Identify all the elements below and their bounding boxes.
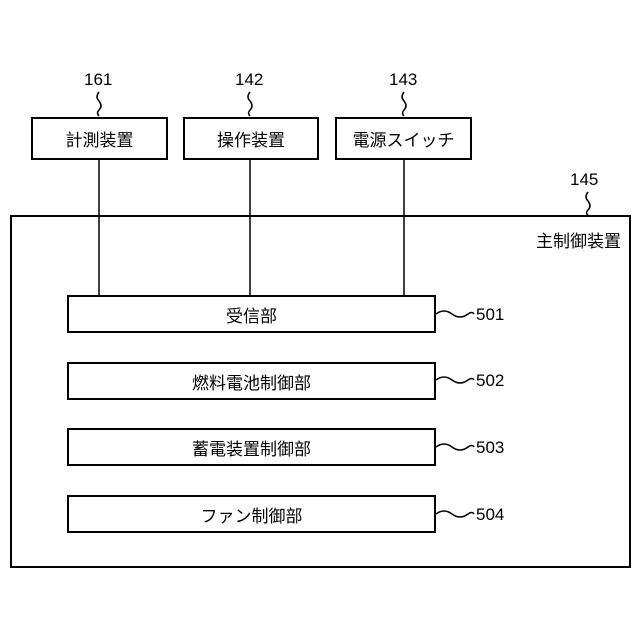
leader-142: [248, 92, 252, 116]
ref-143: 143: [389, 70, 417, 90]
measuring-device-label: 計測装置: [66, 126, 134, 151]
leader-145: [586, 192, 590, 215]
main-controller-label: 主制御装置: [536, 227, 621, 252]
fan-control-unit-box: ファン制御部: [67, 495, 436, 533]
ref-501: 501: [476, 305, 504, 325]
leader-161: [97, 92, 101, 116]
receiver-unit-label: 受信部: [226, 302, 277, 327]
operating-device-label: 操作装置: [217, 126, 285, 151]
operating-device-box: 操作装置: [183, 117, 319, 160]
ref-504: 504: [476, 505, 504, 525]
leader-143: [402, 92, 406, 116]
power-switch-label: 電源スイッチ: [353, 126, 455, 151]
receiver-unit-box: 受信部: [67, 295, 436, 333]
ref-145: 145: [570, 170, 598, 190]
measuring-device-box: 計測装置: [31, 117, 168, 160]
power-switch-box: 電源スイッチ: [335, 117, 472, 160]
ref-502: 502: [476, 371, 504, 391]
ref-161: 161: [84, 70, 112, 90]
storage-control-unit-label: 蓄電装置制御部: [192, 435, 311, 460]
ref-142: 142: [235, 70, 263, 90]
fuel-cell-control-unit-box: 燃料電池制御部: [67, 362, 436, 400]
fuel-cell-control-unit-label: 燃料電池制御部: [192, 369, 311, 394]
fan-control-unit-label: ファン制御部: [201, 502, 303, 527]
ref-503: 503: [476, 438, 504, 458]
storage-control-unit-box: 蓄電装置制御部: [67, 428, 436, 466]
